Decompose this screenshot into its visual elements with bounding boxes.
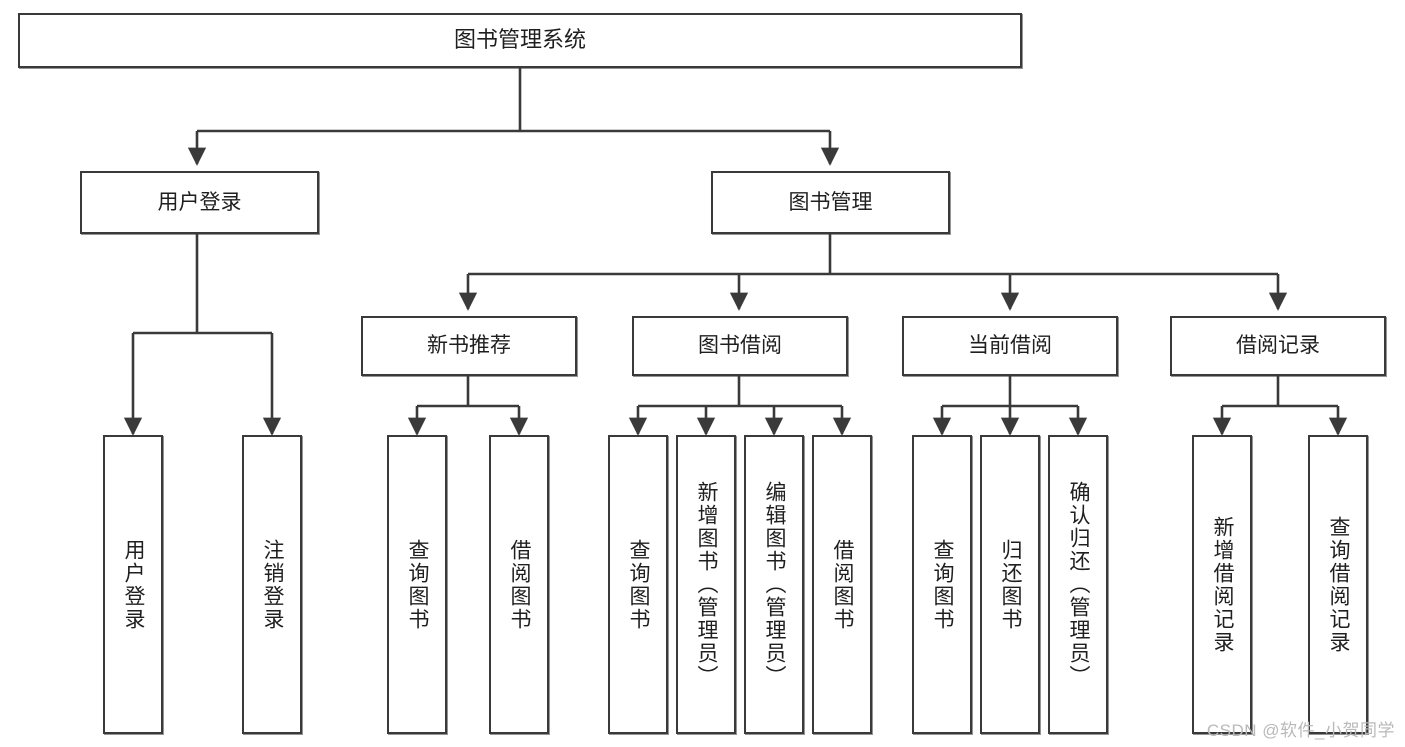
node-current-borrow[interactable]: 当前借阅 (902, 316, 1118, 376)
node-current-borrow-label: 当前借阅 (968, 334, 1052, 358)
node-leaf-user-login-label: 用户登录 (122, 538, 146, 631)
node-leaf-borrow-edit-book[interactable]: 编辑图书（管理员） (744, 435, 804, 734)
node-leaf-current-query-book-label: 查询图书 (931, 538, 955, 631)
node-leaf-logout[interactable]: 注销登录 (242, 435, 302, 734)
node-leaf-record-query-record[interactable]: 查询借阅记录 (1308, 435, 1368, 734)
node-leaf-current-return-book-label: 归还图书 (999, 538, 1023, 631)
node-borrow-record[interactable]: 借阅记录 (1170, 316, 1386, 376)
node-leaf-newbook-borrow-book[interactable]: 借阅图书 (489, 435, 549, 734)
node-leaf-borrow-borrow-book-label: 借阅图书 (831, 538, 855, 631)
node-leaf-borrow-query-book-label: 查询图书 (627, 538, 651, 631)
node-leaf-newbook-query-book[interactable]: 查询图书 (387, 435, 447, 734)
node-root-label: 图书管理系统 (453, 27, 586, 53)
node-leaf-newbook-borrow-book-label: 借阅图书 (508, 538, 532, 631)
watermark: CSDN @软件_小贺同学 (1206, 721, 1395, 740)
node-leaf-newbook-query-book-label: 查询图书 (406, 538, 430, 631)
node-borrow-record-label: 借阅记录 (1236, 334, 1320, 358)
node-leaf-logout-label: 注销登录 (261, 538, 285, 631)
node-leaf-borrow-query-book[interactable]: 查询图书 (608, 435, 668, 734)
node-leaf-current-confirm-return-label: 确认归还（管理员） (1067, 481, 1091, 688)
node-leaf-user-login[interactable]: 用户登录 (103, 435, 163, 734)
node-new-book-recommend[interactable]: 新书推荐 (361, 316, 577, 376)
node-leaf-record-add-record[interactable]: 新增借阅记录 (1192, 435, 1252, 734)
node-leaf-current-query-book[interactable]: 查询图书 (912, 435, 972, 734)
node-leaf-borrow-edit-book-label: 编辑图书（管理员） (763, 481, 787, 688)
node-user-login[interactable]: 用户登录 (80, 171, 319, 234)
node-user-login-label: 用户登录 (157, 190, 242, 214)
node-new-book-recommend-label: 新书推荐 (427, 334, 511, 358)
node-book-management-label: 图书管理 (788, 190, 873, 214)
node-leaf-current-return-book[interactable]: 归还图书 (980, 435, 1040, 734)
node-leaf-record-add-record-label: 新增借阅记录 (1211, 515, 1235, 654)
node-book-management[interactable]: 图书管理 (711, 171, 950, 234)
node-leaf-borrow-add-book-label: 新增图书（管理员） (695, 481, 719, 688)
node-leaf-current-confirm-return[interactable]: 确认归还（管理员） (1048, 435, 1108, 734)
node-root-book-management-system[interactable]: 图书管理系统 (18, 13, 1022, 68)
node-book-borrow[interactable]: 图书借阅 (632, 316, 848, 376)
node-leaf-borrow-add-book[interactable]: 新增图书（管理员） (676, 435, 736, 734)
node-leaf-record-query-record-label: 查询借阅记录 (1327, 515, 1351, 654)
node-book-borrow-label: 图书借阅 (698, 334, 782, 358)
node-leaf-borrow-borrow-book[interactable]: 借阅图书 (812, 435, 872, 734)
